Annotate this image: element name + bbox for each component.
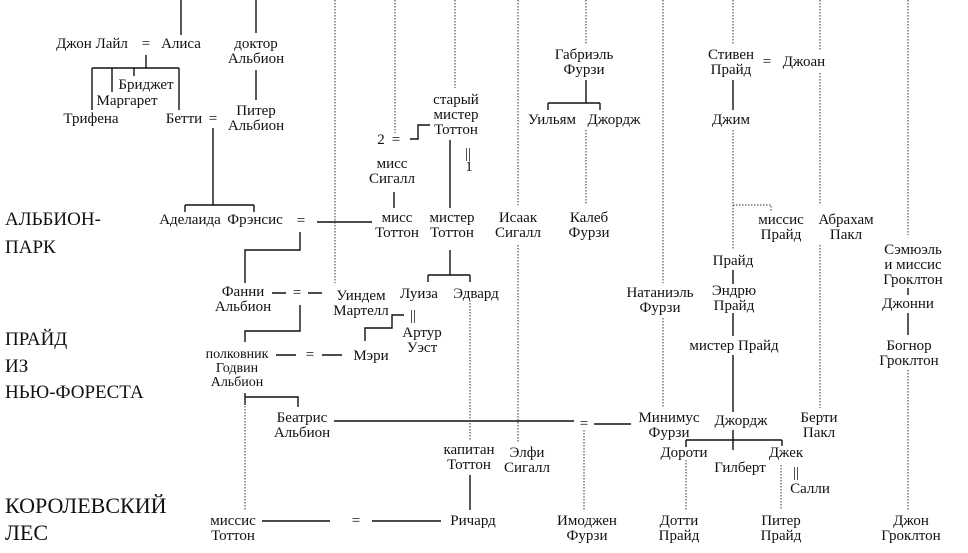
person-louisa: Луиза [400,286,438,302]
person-miss-totton: мисс Тоттон [375,210,419,241]
marriage-sign-vertical: || [792,465,800,481]
person-stephen-pride: Стивен Прайд [707,47,755,78]
person-joan: Джоан [782,54,826,70]
person-francis: Фрэнсис [227,212,283,228]
person-william: Уильям [527,112,577,128]
person-richard: Ричард [450,513,496,529]
person-mr-pride: мистер Прайд [689,338,779,354]
person-andrew-pride: Эндрю Прайд [711,283,757,314]
person-nathaniel-furzey: Натаниэль Фурзи [626,285,694,316]
person-caleb-furzey: Калеб Фурзи [568,210,610,241]
person-colonel-godwin-albion: полковник Годвин Альбион [205,347,269,390]
person-peter-pride: Питер Прайд [760,513,802,544]
person-adelaide: Аделаида [159,212,221,228]
marriage-sign: = [391,132,401,148]
person-miss-seagull: мисс Сигалл [369,156,415,187]
person-mr-totton: мистер Тоттон [429,210,475,241]
person-old-mr-totton: старый мистер Тоттон [433,92,479,138]
person-margaret: Маргарет [96,93,158,109]
person-mrs-totton: миссис Тоттон [210,513,256,544]
region-kings-forest: КОРОЛЕВСКИЙ ЛЕС [5,493,167,545]
person-minimus-furzey: Минимус Фурзи [638,410,700,441]
person-doctor-albion: доктор Альбион [227,36,285,67]
person-elfie-seagull: Элфи Сигалл [504,445,550,476]
person-wyndham-martell: Уиндем Мартелл [333,288,389,319]
marriage-sign: = [296,213,306,229]
marriage-sign: = [141,36,151,52]
person-sally: Салли [790,481,830,497]
person-alice: Алиса [161,36,201,52]
person-mrs-pride: миссис Прайд [758,212,804,243]
marriage-sign-vertical: || [464,146,472,162]
person-betty: Бетти [165,111,203,127]
person-imogen-furzey: Имоджен Фурзи [557,513,617,544]
person-abraham-puckle: Абрахам Пакл [818,212,874,243]
marriage-sign: = [208,111,218,127]
person-beatrice-albion: Беатрис Альбион [273,410,331,441]
marriage-sign: = [762,54,772,70]
person-bognor-grockleton: Богнор Гроклтон [879,338,939,369]
region-pride-line-3: НЬЮ-ФОРЕСТА [5,382,144,403]
person-gabriel-furzey: Габриэль Фурзи [554,47,614,78]
marriage-sign: = [305,347,315,363]
person-jack: Джек [768,445,804,461]
solid-descent-lines [91,0,909,522]
second-marriage-number: 2 [377,132,385,148]
person-tryphena: Трифена [63,111,119,127]
person-george-pride: Джордж [714,413,768,429]
region-pride-line-1: ПРАЙД [5,329,68,350]
person-john-lyle: Джон Лайл [56,36,128,52]
person-george-furzey: Джордж [587,112,641,128]
person-jim: Джим [711,112,751,128]
person-pride: Прайд [712,253,754,269]
region-albion-park: АЛЬБИОН- ПАРК [5,209,101,258]
person-samuel-grockleton: Сэмюэль и миссис Гроклтон [883,242,943,288]
person-isaac-seagull: Исаак Сигалл [495,210,541,241]
first-marriage-number: 1 [465,159,473,175]
person-bridget: Бриджет [118,77,174,93]
marriage-sign: = [579,416,589,432]
marriage-sign: = [292,285,302,301]
person-dottie-pride: Дотти Прайд [658,513,700,544]
person-fanny-albion: Фанни Альбион [214,284,272,315]
person-peter-albion: Питер Альбион [227,103,285,134]
person-edward: Эдвард [453,286,499,302]
person-bertie-puckle: Берти Пакл [800,410,838,441]
person-dorothy: Дороти [660,445,708,461]
person-john-grockleton: Джон Гроклтон [881,513,941,544]
dotted-descent-lines [244,0,909,510]
person-mary: Мэри [353,348,389,364]
marriage-sign-vertical: || [409,308,417,324]
person-johnnie: Джонни [882,296,934,312]
person-arthur-west: Артур Уэст [402,325,442,356]
person-gilbert: Гилберт [714,460,766,476]
marriage-sign: = [351,513,361,529]
region-pride-line-2: ИЗ [5,356,29,377]
person-captain-totton: капитан Тоттон [443,442,495,473]
